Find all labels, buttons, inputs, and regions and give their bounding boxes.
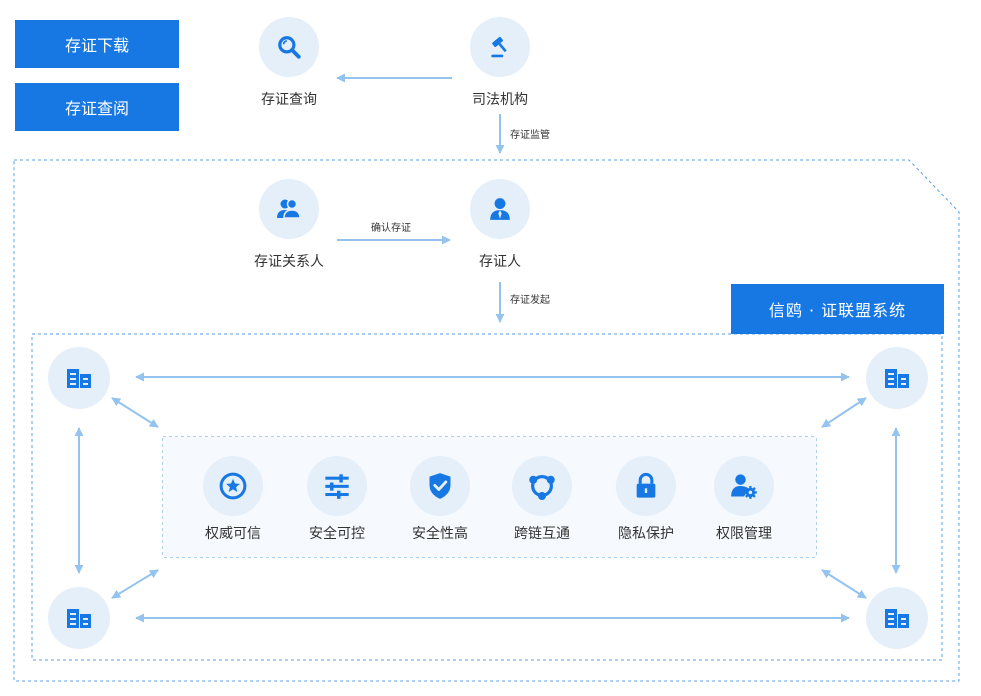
feature-label-authoritative: 权威可信 (205, 526, 261, 542)
feature-permission (714, 456, 774, 516)
alliance-node-bottom-left (48, 587, 110, 649)
arrow-diag-br (821, 569, 867, 599)
gavel-icon (491, 36, 507, 58)
star-badge-icon (219, 472, 247, 500)
feature-privacy (616, 456, 676, 516)
search-node (259, 17, 319, 77)
cross-chain-icon (529, 475, 555, 500)
depositor-label: 存证人 (479, 254, 521, 270)
depositor-node (470, 179, 530, 239)
confirm-label: 确认存证 (371, 223, 411, 234)
search-node-label: 存证查询 (261, 92, 317, 108)
arrow-diag-tr (821, 397, 867, 428)
user-gear-icon (731, 474, 757, 499)
judicial-node (470, 17, 530, 77)
building-icon (67, 369, 91, 388)
feature-label-controllable: 安全可控 (309, 526, 365, 542)
feature-label-cross-chain: 跨链互通 (514, 526, 570, 542)
building-icon (67, 609, 91, 628)
feature-controllable (307, 456, 367, 516)
alliance-title: 信鸥 · 证联盟系统 (731, 284, 944, 334)
feature-label-permission: 权限管理 (716, 526, 772, 542)
initiate-label: 存证发起 (510, 295, 550, 306)
search-icon (278, 36, 301, 59)
building-icon (885, 369, 909, 388)
arrow-diag-bl (111, 569, 159, 599)
lock-icon (636, 472, 656, 498)
alliance-node-top-right (866, 347, 928, 409)
core-features-box (163, 437, 816, 557)
feature-high-security (410, 456, 470, 516)
user-icon (490, 198, 510, 220)
evidence-download-button[interactable]: 存证下载 (15, 20, 179, 68)
sliders-icon (325, 474, 349, 499)
alliance-node-top-left (48, 347, 110, 409)
feature-cross-chain (512, 456, 572, 516)
feature-authoritative (203, 456, 263, 516)
feature-label-high-security: 安全性高 (412, 526, 468, 542)
arrow-diag-tl (111, 397, 159, 428)
feature-label-privacy: 隐私保护 (618, 526, 674, 542)
supervise-label: 存证监管 (510, 130, 550, 141)
judicial-node-label: 司法机构 (472, 92, 528, 108)
related-party-node (259, 179, 319, 239)
users-icon (277, 198, 301, 219)
alliance-node-bottom-right (866, 587, 928, 649)
evidence-view-button[interactable]: 存证查阅 (15, 83, 179, 131)
shield-check-icon (429, 473, 451, 499)
outer-dashed-frame (13, 159, 960, 682)
building-icon (885, 609, 909, 628)
related-party-label: 存证关系人 (254, 254, 324, 270)
